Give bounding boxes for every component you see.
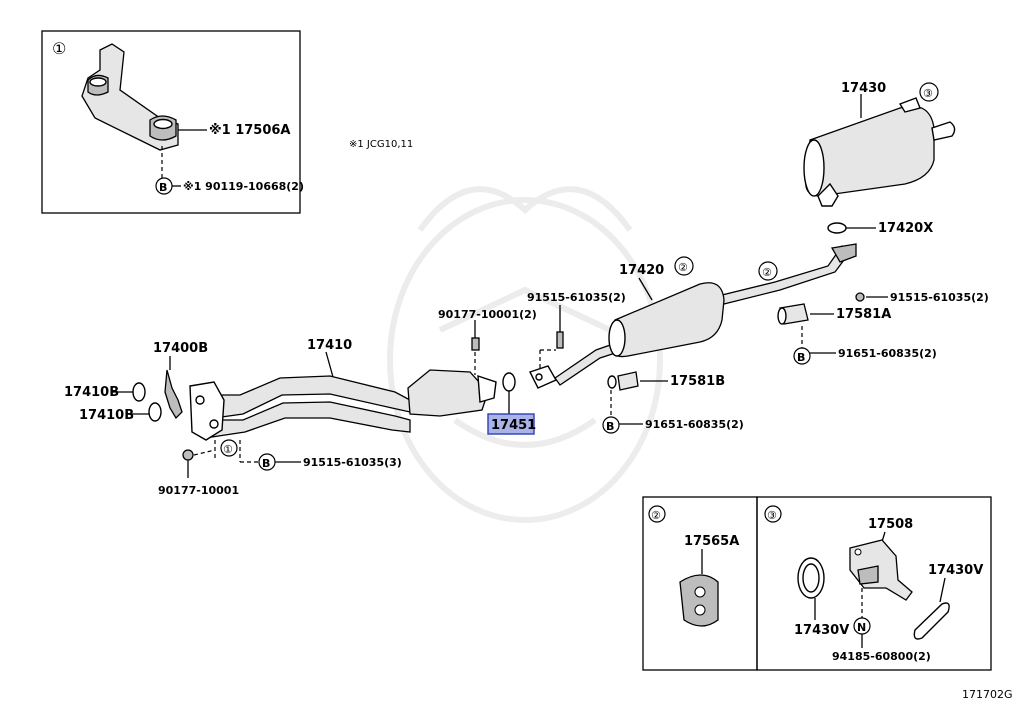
svg-text:②: ② (762, 266, 772, 279)
svg-text:③: ③ (923, 87, 933, 100)
sensor-17400B (164, 369, 183, 420)
label-17581B: 17581B (670, 374, 725, 389)
rubber-hanger-17565A (679, 574, 719, 627)
front-exhaust-pipe (189, 369, 497, 441)
gasket-17420X (827, 222, 847, 234)
engine-mount-bracket (81, 43, 179, 151)
svg-text:③: ③ (767, 509, 777, 522)
bracket-17508 (849, 539, 913, 601)
note-jcg: ※1 JCG10,11 (349, 139, 413, 150)
bolt-91515-right (855, 292, 865, 302)
gasket-17410B-2 (148, 402, 162, 422)
label-17400B: 17400B (153, 341, 208, 356)
label-94185: 94185-60800(2) (832, 650, 931, 663)
bolt-91515-mid (556, 331, 564, 349)
svg-text:B: B (262, 457, 270, 470)
svg-text:②: ② (678, 261, 688, 274)
label-91515-mid: 91515-61035(2) (527, 291, 626, 304)
label-17451: 17451 (491, 418, 536, 433)
svg-text:B: B (159, 181, 167, 194)
label-17410B-1: 17410B (64, 385, 119, 400)
svg-text:B: B (797, 351, 805, 364)
label-17410: 17410 (307, 338, 352, 353)
highlight-17451[interactable] (487, 413, 535, 435)
label-17420X: 17420X (878, 221, 933, 236)
marker-2-pipe-b (758, 261, 778, 281)
label-91515-right: 91515-61035(2) (890, 291, 989, 304)
nut-90177-top (471, 337, 480, 351)
label-17565A: 17565A (684, 534, 739, 549)
inset-3-box: ③ 17508 17430V 17430V N 94185-60800(2) (756, 496, 992, 671)
diagram-id: 171702G (962, 688, 1013, 701)
label-90119-10668: ※1 90119-10668(2) (183, 180, 304, 193)
rear-muffler (803, 97, 956, 207)
inset-1-box: ① ※1 17506A B ※1 90119-10668(2) (41, 30, 304, 214)
svg-text:B: B (606, 420, 614, 433)
label-91651-right: 91651-60835(2) (838, 347, 937, 360)
label-17430: 17430 (841, 81, 886, 96)
label-91651-mid: 91651-60835(2) (645, 418, 744, 431)
svg-text:①: ① (223, 443, 233, 456)
label-90177-top: 90177-10001(2) (438, 308, 537, 321)
label-17420: 17420 (619, 263, 664, 278)
watermark-logo (387, 186, 663, 523)
spring-17581B (617, 371, 639, 391)
center-exhaust-pipe (529, 243, 857, 389)
label-17581A: 17581A (836, 307, 891, 322)
gasket-17410B-1 (132, 382, 146, 402)
inset-2-box: ② 17565A (642, 496, 758, 671)
label-17410B-2: 17410B (79, 408, 134, 423)
marker-1-front (220, 439, 238, 457)
ring-17430V-right (913, 602, 950, 640)
label-17506A: ※1 17506A (209, 123, 291, 138)
nut-90177-bottom (182, 449, 194, 461)
b-marker-right (793, 347, 811, 365)
label-17430V-right: 17430V (928, 563, 983, 578)
gasket-17451 (502, 372, 516, 392)
label-17430V-left: 17430V (794, 623, 849, 638)
b-marker-mid (602, 416, 620, 434)
inset-1-marker: ① (52, 39, 66, 58)
svg-text:N: N (857, 621, 866, 634)
label-90177-bottom: 90177-10001 (158, 484, 239, 497)
marker-2-pipe-a (674, 256, 694, 276)
label-91515-bottom: 91515-61035(3) (303, 456, 402, 469)
label-17508: 17508 (868, 517, 913, 532)
marker-3-muffler (919, 82, 939, 102)
svg-text:②: ② (651, 509, 661, 522)
